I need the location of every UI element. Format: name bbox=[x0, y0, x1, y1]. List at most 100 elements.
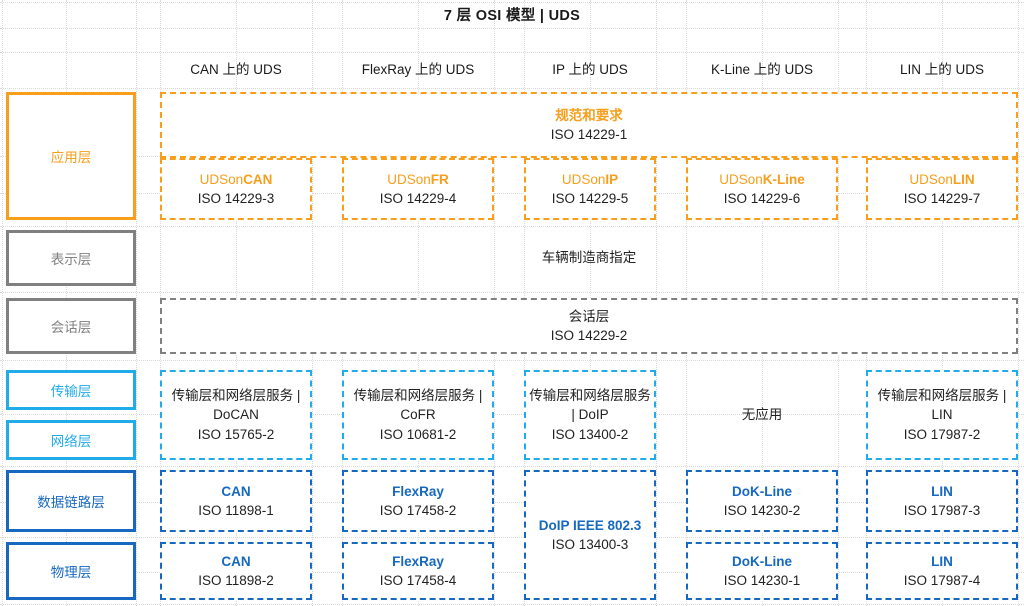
physical-cell-title: DoK-Line bbox=[732, 553, 792, 569]
application-cell-ip: UDSonIP ISO 14229-5 bbox=[524, 158, 656, 220]
application-banner: 规范和要求 ISO 14229-1 bbox=[160, 92, 1018, 158]
transport-network-cell-flexray: 传输层和网络层服务 | CoFR ISO 10681-2 bbox=[342, 370, 494, 460]
physical-cell-title: FlexRay bbox=[392, 553, 444, 569]
datalink-cell-title: FlexRay bbox=[392, 483, 444, 499]
physical-cell-standard: ISO 11898-2 bbox=[198, 573, 274, 588]
datalink-cell-flexray: FlexRay ISO 17458-2 bbox=[342, 470, 494, 532]
transport-network-cell-title: 无应用 bbox=[741, 407, 783, 423]
layer-label: 会话层 bbox=[50, 320, 92, 335]
physical-cell-standard: ISO 17458-4 bbox=[379, 573, 457, 588]
application-cell-prefix: UDSon bbox=[909, 171, 953, 187]
datalink-physical-cell-ip: DoIP IEEE 802.3 ISO 13400-3 bbox=[524, 470, 656, 600]
layer-box-application: 应用层 bbox=[6, 92, 136, 220]
application-cell-prefix: UDSon bbox=[387, 171, 431, 187]
application-cell-title: UDSonCAN bbox=[200, 170, 273, 189]
application-cell-title: UDSonLIN bbox=[909, 170, 974, 189]
transport-network-cell-title: 传输层和网络层服务 | CoFR bbox=[353, 388, 483, 423]
physical-cell-title: CAN bbox=[221, 553, 251, 569]
application-cell-standard: ISO 14229-6 bbox=[723, 191, 801, 206]
page-title: 7 层 OSI 模型 | UDS bbox=[0, 0, 1024, 28]
application-cell-suffix: LIN bbox=[952, 171, 975, 187]
layer-label: 表示层 bbox=[50, 252, 92, 267]
layer-label: 传输层 bbox=[50, 384, 92, 399]
physical-cell-standard: ISO 17987-4 bbox=[903, 573, 981, 588]
application-banner-title: 规范和要求 bbox=[555, 107, 623, 123]
layer-box-transport: 传输层 bbox=[6, 370, 136, 410]
datalink-cell-lin: LIN ISO 17987-3 bbox=[866, 470, 1018, 532]
column-header-flexray: FlexRay 上的 UDS bbox=[342, 53, 494, 83]
application-cell-lin: UDSonLIN ISO 14229-7 bbox=[866, 158, 1018, 220]
column-header-label: K-Line 上的 UDS bbox=[710, 62, 814, 77]
session-row-content: 会话层 ISO 14229-2 bbox=[160, 298, 1018, 354]
application-cell-prefix: UDSon bbox=[561, 171, 606, 187]
column-header-label: CAN 上的 UDS bbox=[190, 62, 282, 77]
datalink-cell-standard: ISO 17987-3 bbox=[903, 503, 981, 518]
transport-network-cell-title: 传输层和网络层服务 | LIN bbox=[877, 388, 1007, 423]
application-cell-title: UDSonFR bbox=[387, 170, 449, 189]
layer-label: 网络层 bbox=[50, 434, 92, 449]
presentation-row-content: 车辆制造商指定 bbox=[160, 230, 1018, 286]
presentation-row-text: 车辆制造商指定 bbox=[541, 250, 637, 266]
layer-label: 物理层 bbox=[50, 565, 92, 580]
datalink-cell-title: CAN bbox=[221, 483, 251, 499]
transport-network-cell-ip: 传输层和网络层服务 | DoIP ISO 13400-2 bbox=[524, 370, 656, 460]
datalink-physical-cell-standard: ISO 13400-3 bbox=[551, 537, 629, 552]
physical-cell-title: LIN bbox=[931, 553, 953, 569]
session-row-standard: ISO 14229-2 bbox=[550, 328, 628, 343]
physical-cell-lin: LIN ISO 17987-4 bbox=[866, 542, 1018, 600]
application-cell-suffix: K-Line bbox=[762, 171, 805, 187]
layer-box-presentation: 表示层 bbox=[6, 230, 136, 286]
column-header-label: FlexRay 上的 UDS bbox=[361, 62, 475, 77]
application-cell-standard: ISO 14229-3 bbox=[197, 191, 275, 206]
page-title-text: 7 层 OSI 模型 | UDS bbox=[443, 7, 581, 24]
application-cell-suffix: IP bbox=[605, 171, 619, 187]
physical-cell-flexray: FlexRay ISO 17458-4 bbox=[342, 542, 494, 600]
layer-box-physical: 物理层 bbox=[6, 542, 136, 600]
physical-cell-kline: DoK-Line ISO 14230-1 bbox=[686, 542, 838, 600]
datalink-cell-kline: DoK-Line ISO 14230-2 bbox=[686, 470, 838, 532]
datalink-cell-standard: ISO 11898-1 bbox=[198, 503, 274, 518]
datalink-cell-standard: ISO 17458-2 bbox=[379, 503, 457, 518]
transport-network-cell-title: 传输层和网络层服务 | DoCAN bbox=[171, 388, 301, 423]
datalink-cell-title: DoK-Line bbox=[732, 483, 792, 499]
session-row-title: 会话层 bbox=[568, 308, 610, 324]
transport-network-cell-standard: ISO 15765-2 bbox=[197, 426, 275, 442]
layer-label: 数据链路层 bbox=[37, 495, 105, 510]
physical-cell-standard: ISO 14230-1 bbox=[723, 573, 801, 588]
datalink-cell-standard: ISO 14230-2 bbox=[723, 503, 801, 518]
column-header-ip: IP 上的 UDS bbox=[524, 53, 656, 83]
application-cell-standard: ISO 14229-4 bbox=[379, 191, 457, 206]
transport-network-cell-standard: ISO 10681-2 bbox=[379, 426, 457, 442]
application-cell-title: UDSonK-Line bbox=[719, 170, 805, 189]
transport-network-cell-standard: ISO 13400-2 bbox=[551, 426, 629, 442]
physical-cell-can: CAN ISO 11898-2 bbox=[160, 542, 312, 600]
transport-network-cell-kline: 无应用 bbox=[686, 370, 838, 460]
transport-network-cell-standard: ISO 17987-2 bbox=[903, 426, 981, 442]
column-header-lin: LIN 上的 UDS bbox=[866, 53, 1018, 83]
application-cell-can: UDSonCAN ISO 14229-3 bbox=[160, 158, 312, 220]
transport-network-cell-can: 传输层和网络层服务 | DoCAN ISO 15765-2 bbox=[160, 370, 312, 460]
datalink-cell-can: CAN ISO 11898-1 bbox=[160, 470, 312, 532]
column-header-can: CAN 上的 UDS bbox=[160, 53, 312, 83]
application-cell-suffix: FR bbox=[430, 171, 449, 187]
application-cell-prefix: UDSon bbox=[199, 171, 244, 187]
column-header-kline: K-Line 上的 UDS bbox=[686, 53, 838, 83]
layer-box-session: 会话层 bbox=[6, 298, 136, 354]
application-cell-flexray: UDSonFR ISO 14229-4 bbox=[342, 158, 494, 220]
application-cell-prefix: UDSon bbox=[719, 171, 763, 187]
column-header-label: IP 上的 UDS bbox=[552, 62, 628, 77]
layer-box-datalink: 数据链路层 bbox=[6, 470, 136, 532]
layer-label: 应用层 bbox=[50, 150, 92, 165]
layer-box-network: 网络层 bbox=[6, 420, 136, 460]
transport-network-cell-title: 传输层和网络层服务 | DoIP bbox=[529, 388, 651, 423]
application-cell-suffix: CAN bbox=[243, 171, 273, 187]
application-banner-standard: ISO 14229-1 bbox=[550, 127, 628, 142]
application-cell-standard: ISO 14229-5 bbox=[551, 191, 629, 206]
application-cell-standard: ISO 14229-7 bbox=[903, 191, 981, 206]
transport-network-cell-lin: 传输层和网络层服务 | LIN ISO 17987-2 bbox=[866, 370, 1018, 460]
application-cell-title: UDSonIP bbox=[562, 170, 618, 189]
datalink-cell-title: LIN bbox=[931, 483, 953, 499]
datalink-physical-cell-title: DoIP IEEE 802.3 bbox=[538, 517, 642, 533]
application-cell-kline: UDSonK-Line ISO 14229-6 bbox=[686, 158, 838, 220]
column-header-label: LIN 上的 UDS bbox=[899, 62, 984, 77]
